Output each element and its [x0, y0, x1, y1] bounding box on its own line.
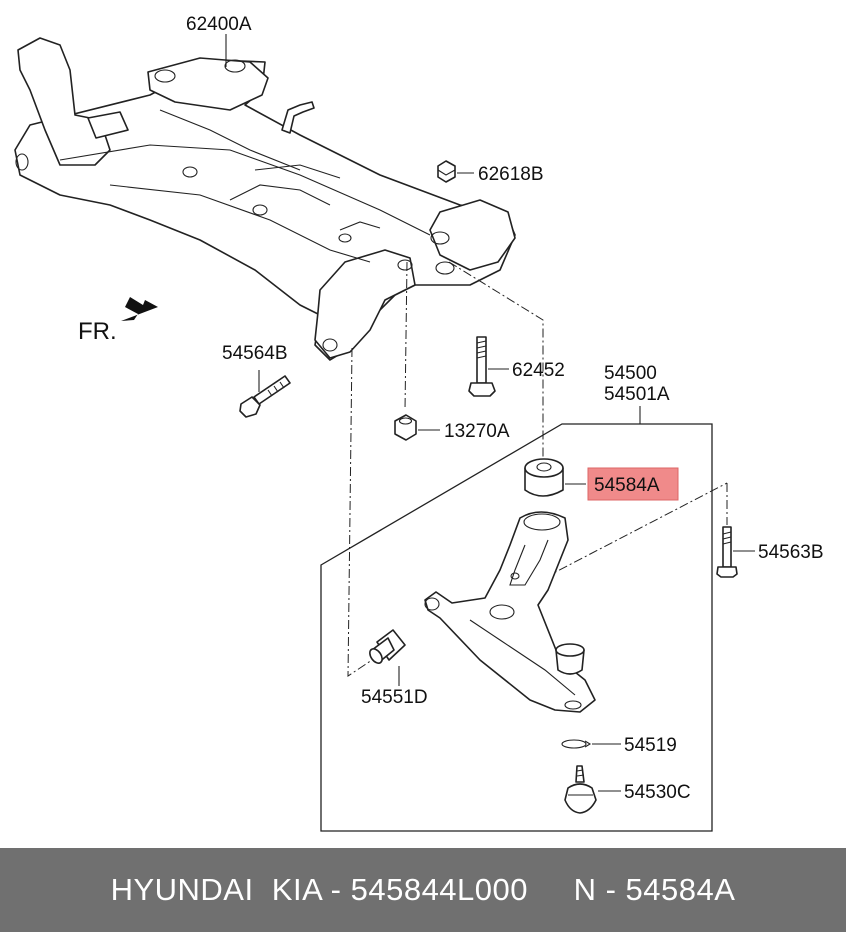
front-direction-indicator: FR. [78, 297, 158, 345]
footer-banner: HYUNDAI KIA - 545844L000 N - 54584A [0, 848, 846, 932]
nut-13270A: 13270A [394, 414, 510, 442]
svg-text:54500: 54500 [604, 363, 657, 384]
svg-text:54501A: 54501A [604, 384, 670, 405]
svg-text:13270A: 13270A [444, 421, 510, 442]
parts-diagram: FR. 62618B 62452 54564B 13270A [14, 14, 824, 832]
subframe-crossmember [14, 37, 516, 361]
bolt-62452: 62452 [468, 336, 565, 397]
lower-control-arm [424, 511, 596, 713]
snap-ring-54519: 54519 [561, 735, 677, 756]
ball-joint-boot [555, 643, 585, 675]
highlight-box [587, 467, 679, 501]
footer-gap [528, 872, 574, 908]
front-label: FR. [78, 318, 117, 345]
subframe-label: 62400A [186, 14, 252, 67]
svg-text:54519: 54519 [624, 735, 677, 756]
bolt-54563B: 54563B [716, 526, 824, 578]
svg-text:62400A: 62400A [186, 14, 252, 35]
footer-code: N - 54584A [573, 872, 736, 907]
svg-text:54551D: 54551D [361, 687, 428, 708]
svg-text:62618B: 62618B [478, 164, 544, 185]
alignment-lines [347, 261, 728, 677]
svg-text:54530C: 54530C [624, 782, 691, 803]
svg-text:54564B: 54564B [222, 343, 288, 364]
highlight-label: 54584A [594, 475, 660, 496]
bushing-54551D: 54551D [361, 629, 428, 708]
footer-brand-part-number: HYUNDAI KIA - 545844L000 [110, 872, 529, 907]
nut-62618B: 62618B [437, 160, 544, 185]
ball-joint-54530C: 54530C [564, 765, 691, 814]
svg-text:62452: 62452 [512, 360, 565, 381]
bolt-54564B: 54564B [222, 343, 291, 418]
bushing-54584A: 54584A [524, 458, 679, 501]
assembly-frame: 54500 54501A [320, 363, 713, 832]
svg-text:54563B: 54563B [758, 542, 824, 563]
front-arrow-icon [121, 297, 158, 321]
